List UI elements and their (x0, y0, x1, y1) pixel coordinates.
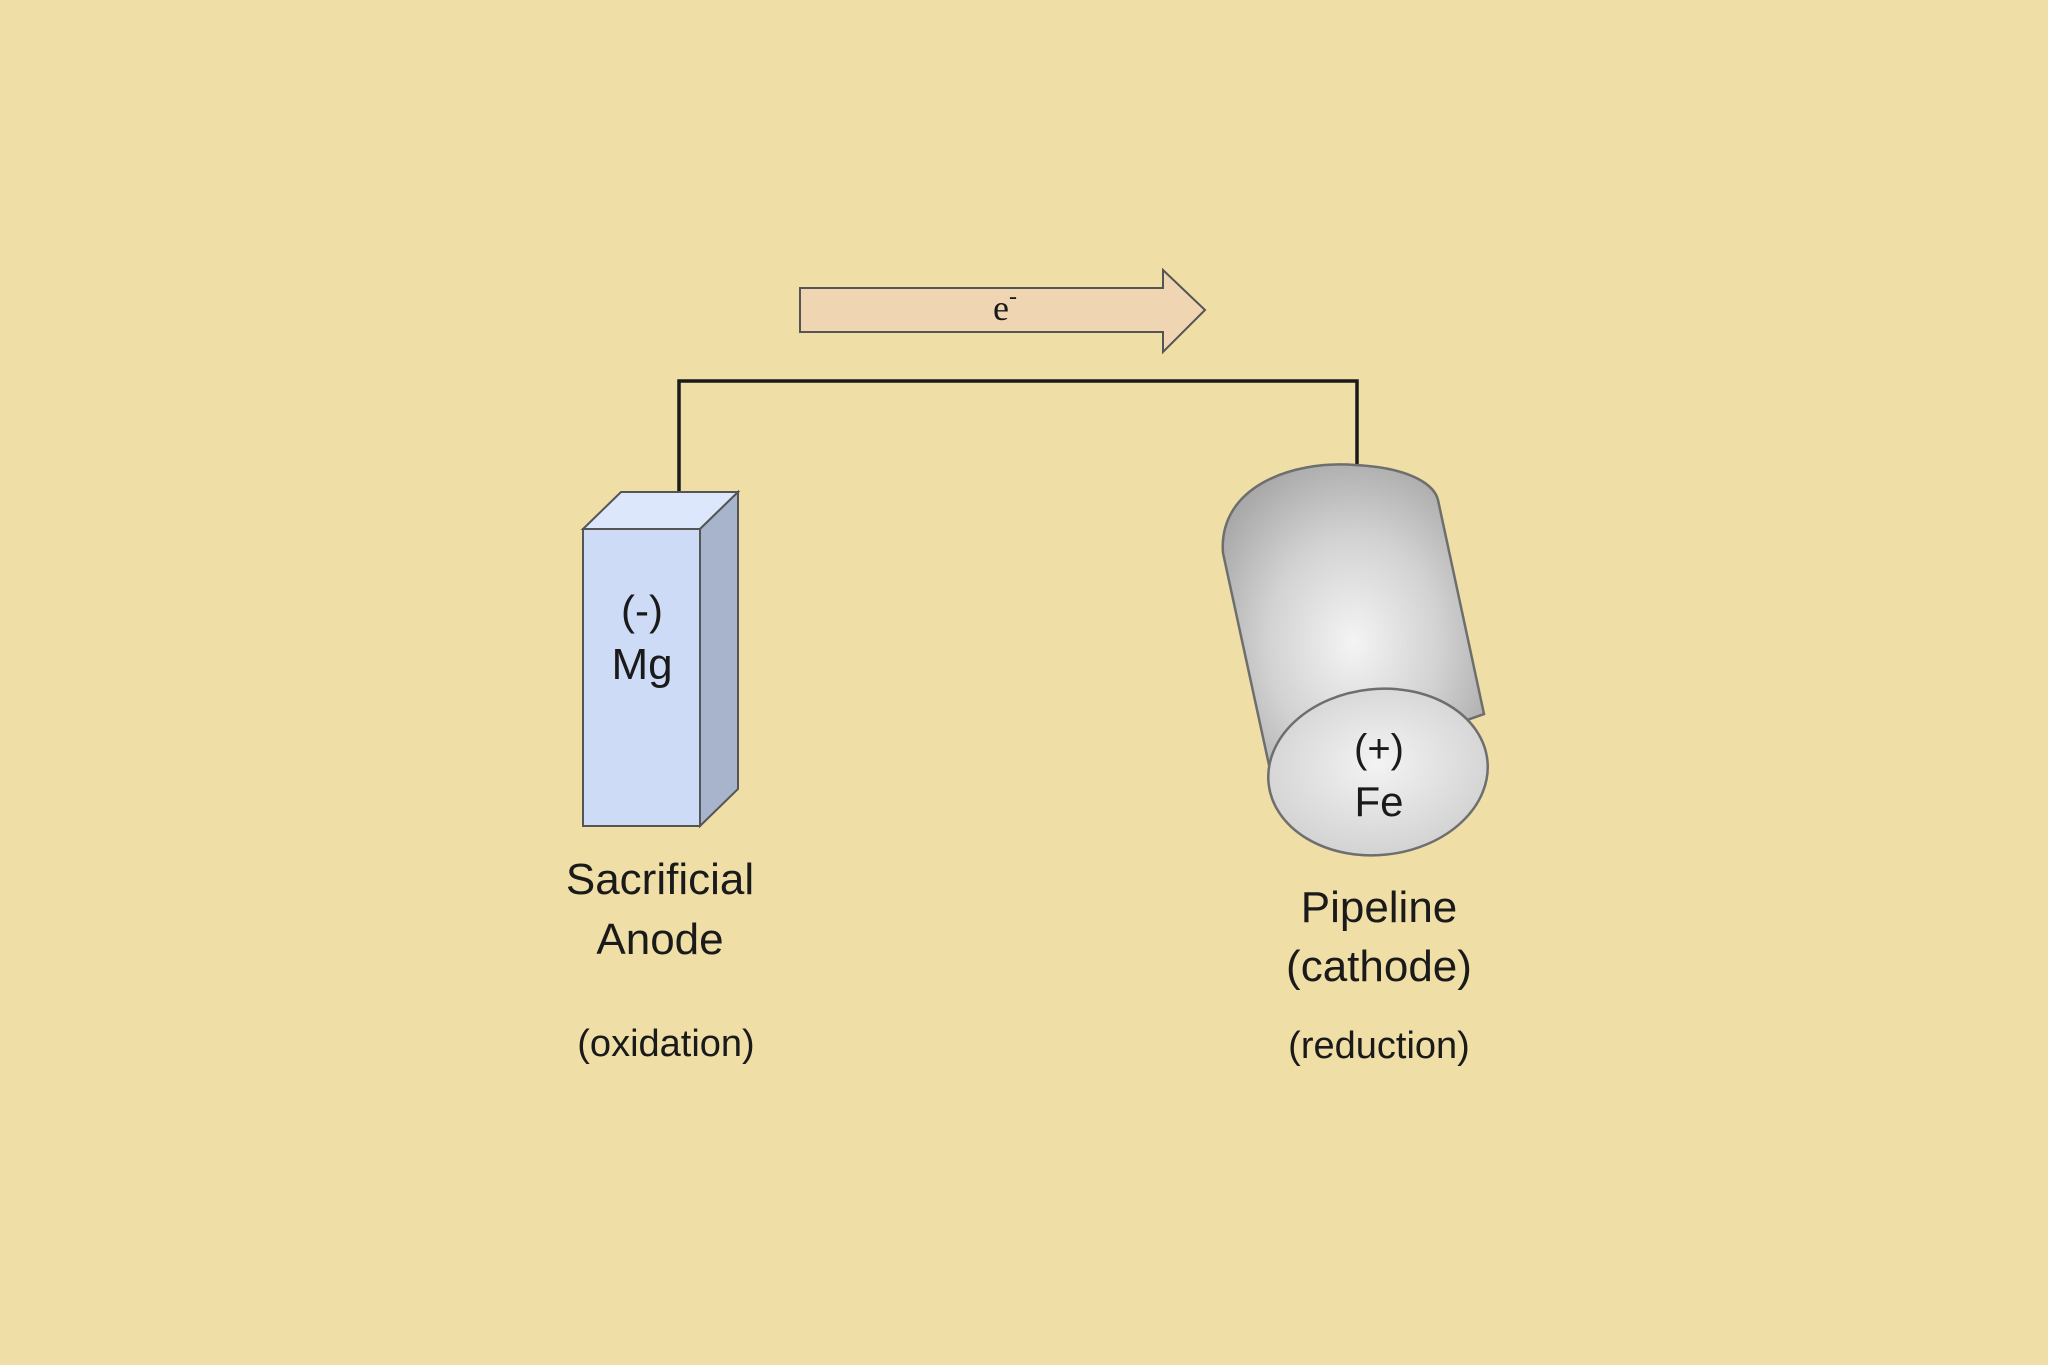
electron-flow-arrow: e- (799, 267, 1207, 355)
sacrificial-anode: (-) Mg (580, 489, 741, 829)
electron-charge: - (1009, 284, 1017, 310)
cathode-label-line2: (cathode) (1286, 942, 1472, 991)
cathode-charge: (+) (1354, 727, 1404, 771)
anode-element: Mg (611, 640, 672, 689)
anode-front-face (582, 528, 701, 827)
electron-symbol: e- (993, 284, 1017, 328)
anode-label-line1: Sacrificial (566, 855, 754, 904)
cathode-process-label: (reduction) (1288, 1025, 1470, 1067)
anode-side-face (699, 489, 739, 829)
pipeline-cathode: (+) Fe (1221, 463, 1489, 857)
anode-process-label: (oxidation) (577, 1023, 754, 1065)
anode-label-line2: Anode (596, 915, 723, 964)
wire-path (677, 379, 1359, 535)
electron-flow-arrow-shape (799, 267, 1207, 355)
pipeline-end-face (1267, 687, 1489, 857)
anode-charge: (-) (621, 587, 663, 634)
cathode-element: Fe (1354, 778, 1403, 825)
cathode-label-line1: Pipeline (1301, 883, 1458, 932)
